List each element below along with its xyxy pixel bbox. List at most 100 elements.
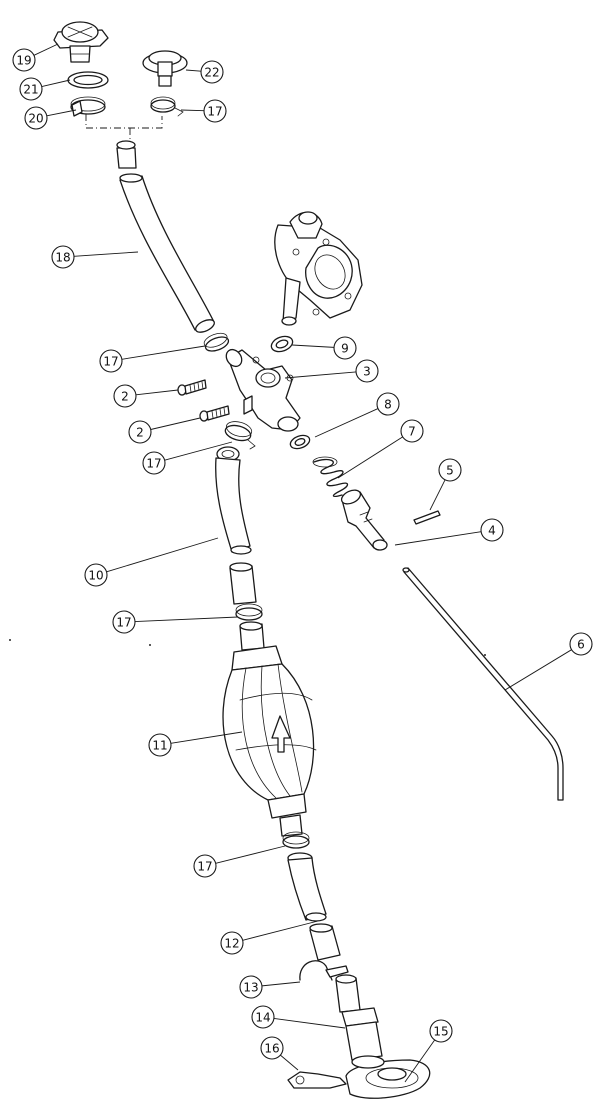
callout-c17e: 17 bbox=[193, 845, 286, 878]
callout-leader-line bbox=[134, 616, 239, 622]
callout-c17d: 17 bbox=[112, 610, 239, 634]
part-20-hose-clamp bbox=[70, 96, 106, 117]
callout-number: 7 bbox=[408, 425, 416, 439]
callout-leader-line bbox=[180, 109, 205, 112]
callout-c5: 5 bbox=[429, 458, 462, 511]
callout-c12: 12 bbox=[220, 920, 319, 955]
callout-leader-line bbox=[242, 920, 319, 941]
part-21-o-ring bbox=[67, 71, 109, 89]
assembly-centerline-top bbox=[85, 114, 163, 140]
callout-c18: 18 bbox=[51, 245, 139, 269]
part-17-spring-clamp-e bbox=[282, 831, 310, 849]
callout-c21: 21 bbox=[19, 77, 71, 101]
callout-number: 4 bbox=[488, 524, 496, 538]
callout-circle bbox=[51, 245, 75, 269]
callout-number: 22 bbox=[204, 66, 219, 80]
callout-leader-line bbox=[429, 479, 446, 511]
part-4-plunger bbox=[340, 489, 388, 551]
callout-leader-line bbox=[185, 69, 202, 72]
callout-circle bbox=[260, 1036, 284, 1060]
callout-circle bbox=[438, 458, 462, 482]
part-17-spring-clamp-top bbox=[150, 96, 184, 117]
callout-c3: 3 bbox=[284, 359, 379, 383]
callout-number: 9 bbox=[341, 342, 349, 356]
callout-number: 10 bbox=[88, 569, 103, 583]
callout-leader-line bbox=[504, 649, 572, 691]
callout-leader-line bbox=[215, 845, 286, 864]
callout-circle bbox=[355, 359, 379, 383]
callout-leader-line bbox=[164, 441, 233, 461]
callout-leader-line bbox=[394, 531, 482, 546]
part-2-screw-upper bbox=[177, 379, 207, 396]
callout-c15: 15 bbox=[404, 1019, 453, 1083]
callout-leader-line bbox=[170, 731, 243, 744]
callout-c17b: 17 bbox=[99, 345, 206, 373]
callout-number: 18 bbox=[55, 251, 70, 265]
callout-c2b: 2 bbox=[128, 417, 201, 444]
callout-circle bbox=[333, 336, 357, 360]
part-18-fuel-hose-upper bbox=[116, 140, 215, 333]
callout-c9: 9 bbox=[291, 336, 357, 360]
part-13-hose-clip bbox=[299, 960, 349, 981]
callout-circle bbox=[24, 106, 48, 130]
callout-leader-line bbox=[291, 344, 335, 348]
part-9-o-ring bbox=[270, 335, 294, 353]
callout-leader-line bbox=[106, 537, 219, 573]
part-15-mounting-plate bbox=[345, 1055, 431, 1099]
part-12-fuel-hose-lower bbox=[287, 852, 341, 961]
callout-circle bbox=[569, 632, 593, 656]
part-8-o-ring bbox=[289, 434, 311, 450]
callout-circle bbox=[99, 349, 123, 373]
part-6-actuator-rod bbox=[402, 567, 564, 801]
callout-c19: 19 bbox=[12, 43, 59, 72]
part-17-spring-clamp-d bbox=[235, 603, 263, 621]
callout-number: 6 bbox=[577, 638, 585, 652]
callout-leader-line bbox=[121, 345, 206, 360]
callout-c17c: 17 bbox=[142, 441, 233, 475]
callout-number: 12 bbox=[224, 937, 239, 951]
callout-circle bbox=[19, 77, 43, 101]
callout-leader-line bbox=[284, 371, 357, 379]
callout-number: 8 bbox=[384, 398, 392, 412]
pump-housing bbox=[274, 211, 363, 326]
callout-number: 17 bbox=[207, 105, 222, 119]
callout-number: 2 bbox=[121, 390, 129, 404]
callout-leader-line bbox=[280, 1054, 299, 1071]
part-11-primer-bulb bbox=[222, 621, 317, 837]
callout-leader-line bbox=[46, 109, 77, 117]
part-3-pump-body bbox=[225, 348, 301, 432]
part-5-pin bbox=[413, 510, 441, 525]
callout-number: 2 bbox=[136, 426, 144, 440]
callout-c16: 16 bbox=[260, 1036, 299, 1071]
callout-number: 20 bbox=[28, 112, 43, 126]
callout-number: 17 bbox=[116, 616, 131, 630]
callout-c7: 7 bbox=[337, 419, 424, 479]
callout-circle bbox=[429, 1019, 453, 1043]
scan-speck bbox=[483, 654, 486, 657]
callout-number: 11 bbox=[152, 739, 167, 753]
callout-number: 3 bbox=[363, 365, 371, 379]
callout-number: 13 bbox=[243, 981, 258, 995]
callout-circle bbox=[220, 931, 244, 955]
part-16-gasket bbox=[287, 1071, 347, 1089]
callout-c6: 6 bbox=[504, 632, 593, 691]
scan-speck bbox=[148, 644, 151, 647]
callout-circle bbox=[148, 733, 172, 757]
callout-c17a: 17 bbox=[180, 99, 227, 123]
callout-c4: 4 bbox=[394, 518, 504, 546]
callout-leader-line bbox=[150, 417, 201, 430]
callout-circle bbox=[376, 392, 400, 416]
callout-leader-line bbox=[261, 981, 301, 987]
callout-leader-line bbox=[41, 79, 71, 87]
callout-number: 17 bbox=[197, 860, 212, 874]
callout-circle bbox=[239, 975, 263, 999]
callout-circle bbox=[113, 384, 137, 408]
callout-leader-line bbox=[73, 251, 139, 257]
callout-c8: 8 bbox=[314, 392, 400, 438]
callout-circle bbox=[251, 1005, 275, 1029]
callout-circle bbox=[480, 518, 504, 542]
callout-leader-line bbox=[135, 389, 179, 396]
callout-leader-line bbox=[404, 1039, 436, 1083]
